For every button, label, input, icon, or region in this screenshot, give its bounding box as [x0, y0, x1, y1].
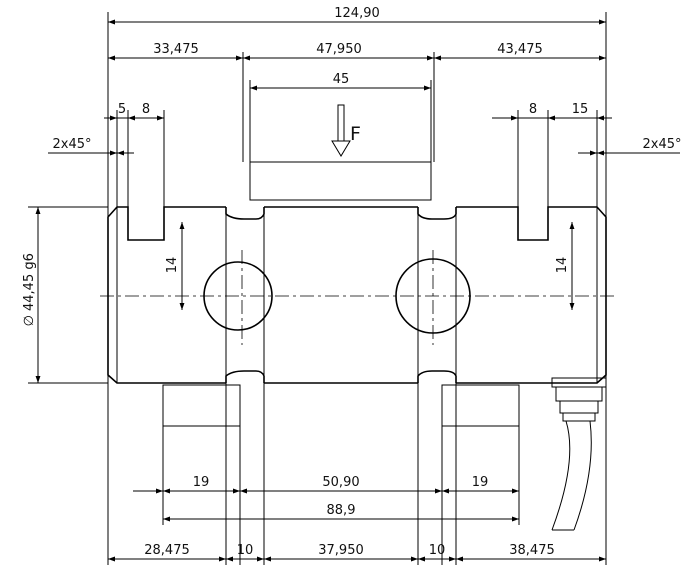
left-slot-width-dim: 8 — [142, 102, 150, 117]
bottom-left-dim: 28,475 — [144, 543, 190, 558]
diameter-value: 44,45 g6 — [22, 253, 37, 311]
body-outline — [107, 206, 607, 384]
right-chamfer-dim: 2x45° — [642, 137, 681, 152]
overall-length-dim: 124,90 — [334, 6, 380, 21]
left-support — [162, 384, 241, 427]
force-arrow — [331, 104, 351, 157]
diameter-dim: ∅ 44,45 g6 — [22, 253, 37, 326]
right-slot-offset-dim: 15 — [572, 102, 589, 117]
right-support — [441, 384, 520, 427]
bottom-groove-left-dim: 10 — [237, 543, 254, 558]
left-chamfer-offset-dim: 5 — [118, 102, 126, 117]
bottom-groove-right-dim: 10 — [429, 543, 446, 558]
cable-gland — [551, 377, 607, 531]
dimension-lines — [35, 19, 680, 562]
bottom-middle-dim: 37,950 — [318, 543, 364, 558]
right-support-width-dim: 19 — [472, 475, 489, 490]
right-slot-width-dim: 8 — [529, 102, 537, 117]
load-pad-width-dim: 45 — [333, 72, 350, 87]
force-label: F — [350, 123, 361, 145]
left-section-dim: 33,475 — [153, 42, 199, 57]
centerlines — [100, 250, 615, 345]
support-spacing-dim: 50,90 — [322, 475, 359, 490]
extension-lines — [28, 12, 607, 565]
left-hole-height-dim: 14 — [165, 257, 180, 274]
diameter-symbol: ∅ — [22, 315, 37, 326]
left-support-width-dim: 19 — [193, 475, 210, 490]
right-hole-height-dim: 14 — [555, 257, 570, 274]
bottom-right-dim: 38,475 — [509, 543, 555, 558]
middle-section-dim: 47,950 — [316, 42, 362, 57]
left-chamfer-dim: 2x45° — [52, 137, 91, 152]
right-section-dim: 43,475 — [497, 42, 543, 57]
load-pad — [249, 161, 432, 201]
support-overall-dim: 88,9 — [327, 503, 356, 518]
